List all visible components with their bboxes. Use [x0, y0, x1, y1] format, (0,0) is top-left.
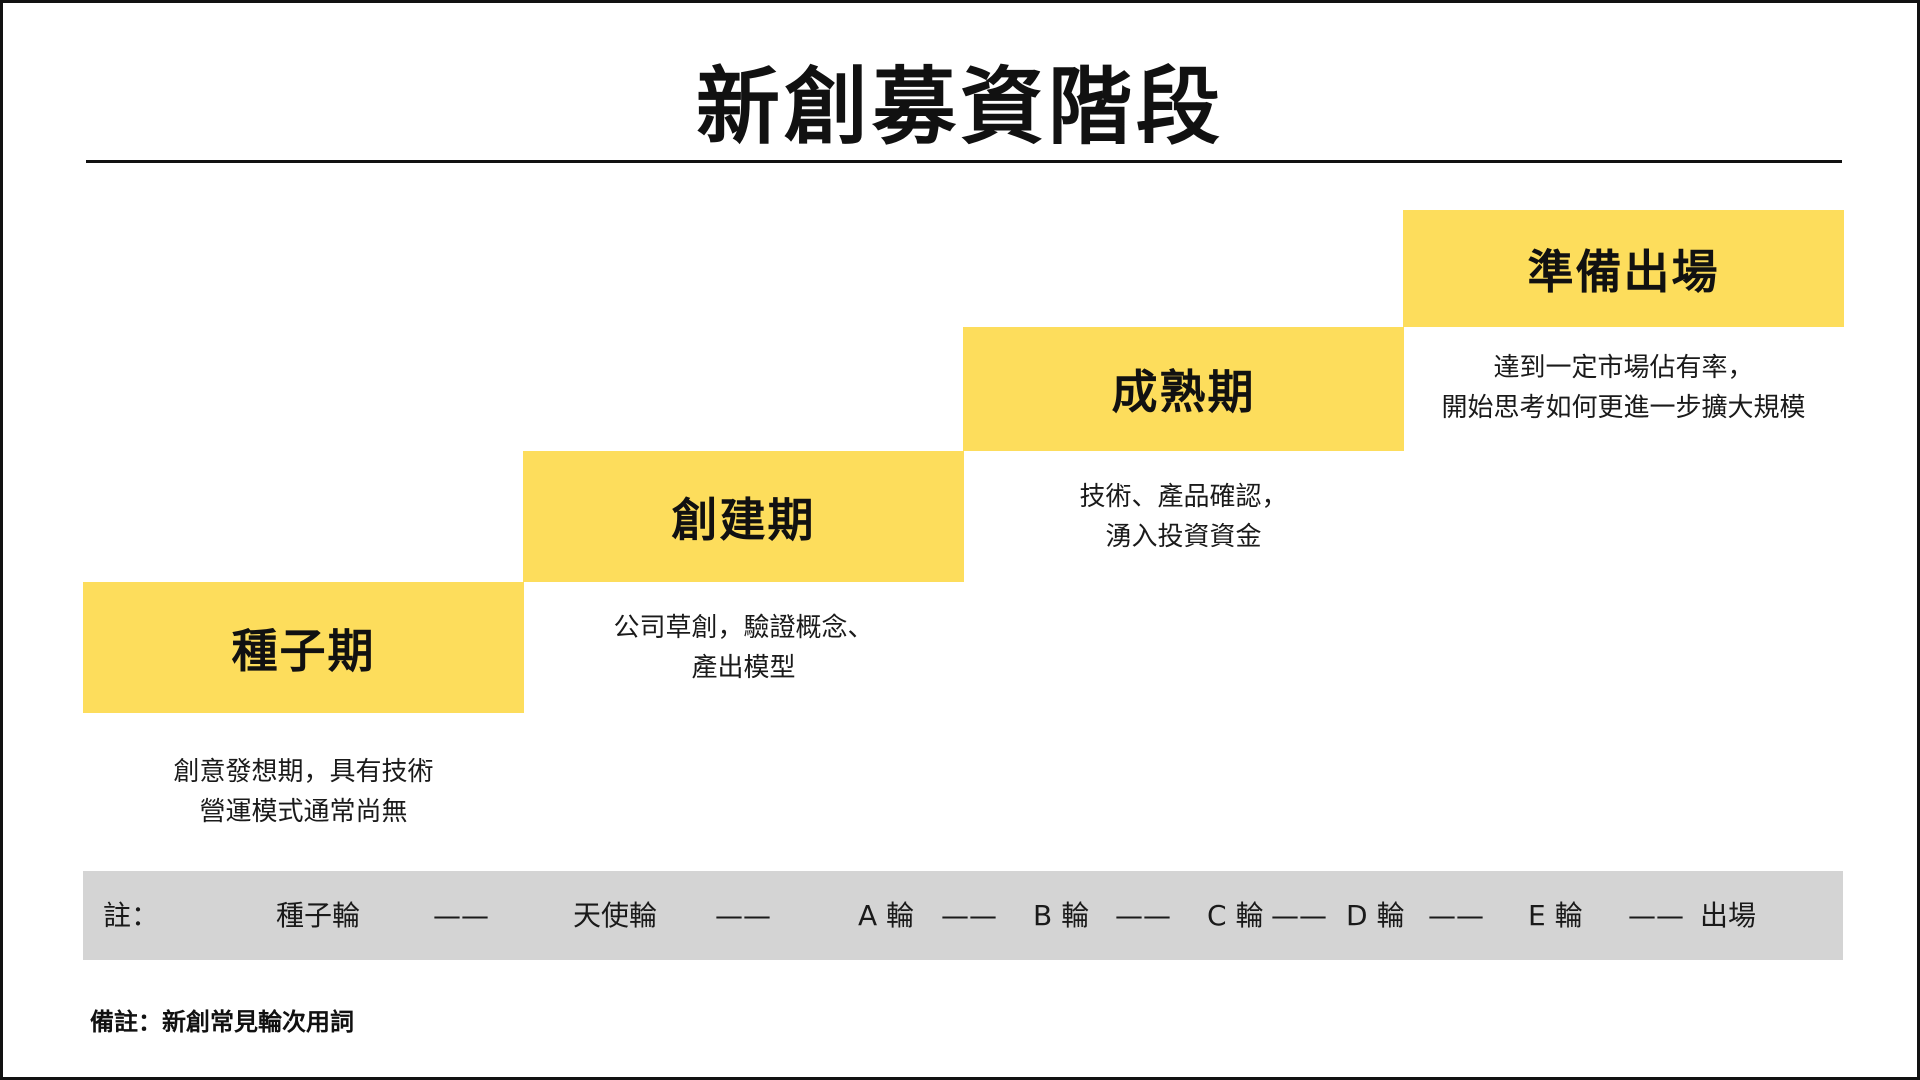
- stage-box-startup: 創建期: [523, 451, 964, 582]
- stage-desc-line: 開始思考如何更進一步擴大規模: [1441, 393, 1806, 423]
- round-b: B 輪: [1033, 899, 1090, 932]
- title-underline: [86, 160, 1842, 163]
- stage-desc-seed: 創意發想期，具有技術 營運模式通常尚無: [83, 752, 524, 832]
- stage-box-seed: 種子期: [83, 582, 524, 713]
- round-seed: 種子輪: [276, 899, 361, 932]
- round-c: C 輪: [1207, 899, 1264, 932]
- round-separator: ——: [1628, 899, 1684, 932]
- stage-desc-exit: 達到一定市場佔有率， 開始思考如何更進一步擴大規模: [1403, 348, 1844, 428]
- round-separator: ——: [715, 899, 771, 932]
- stage-label-startup: 創建期: [671, 492, 816, 547]
- stage-desc-line: 產出模型: [691, 653, 796, 683]
- stage-desc-line: 創意發想期，具有技術: [173, 757, 434, 787]
- stage-desc-startup: 公司草創，驗證概念、 產出模型: [523, 608, 964, 688]
- stage-desc-line: 營運模式通常尚無: [199, 797, 408, 827]
- stage-label-mature: 成熟期: [1111, 365, 1256, 419]
- funding-rounds-bar: 註： 種子輪 —— 天使輪 —— A 輪 —— B 輪 —— C 輪 —— D …: [83, 871, 1843, 960]
- round-separator: ——: [1428, 899, 1484, 932]
- round-exit: 出場: [1700, 899, 1757, 932]
- note-label: 註：: [103, 899, 160, 932]
- stage-box-mature: 成熟期: [963, 327, 1404, 451]
- stage-desc-line: 技術、產品確認，: [1079, 482, 1288, 512]
- stage-desc-mature: 技術、產品確認， 湧入投資資金: [963, 477, 1404, 557]
- stage-box-exit: 準備出場: [1403, 210, 1844, 327]
- stage-desc-line: 達到一定市場佔有率，: [1493, 353, 1754, 383]
- round-separator: ——: [433, 899, 489, 932]
- stage-label-exit: 準備出場: [1527, 244, 1720, 299]
- round-e: E 輪: [1528, 899, 1583, 932]
- stage-desc-line: 公司草創，驗證概念、: [613, 613, 874, 643]
- stage-desc-line: 湧入投資資金: [1105, 522, 1262, 552]
- page-title: 新創募資階段: [695, 58, 1224, 156]
- round-separator: ——: [1271, 899, 1327, 932]
- round-separator: ——: [1115, 899, 1171, 932]
- stage-label-seed: 種子期: [231, 623, 376, 678]
- round-angel: 天使輪: [573, 899, 658, 932]
- round-separator: ——: [941, 899, 997, 932]
- round-d: D 輪: [1346, 899, 1405, 932]
- footnote: 備註：新創常見輪次用詞: [90, 1008, 354, 1036]
- round-a: A 輪: [858, 899, 915, 932]
